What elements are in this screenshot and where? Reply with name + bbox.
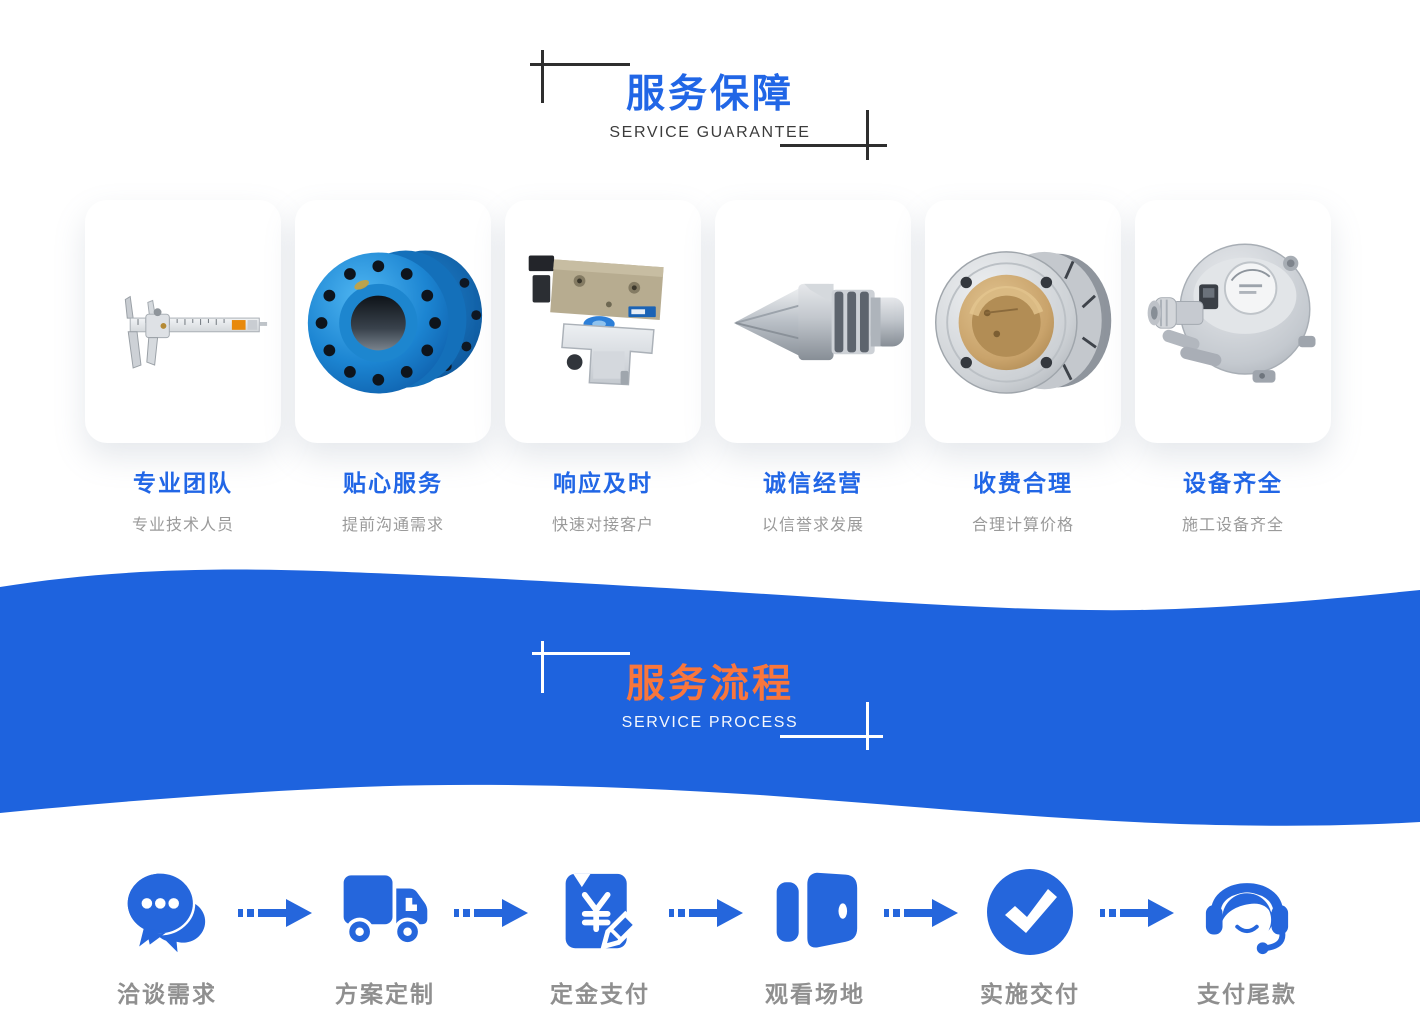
step-label: 方案定制 <box>335 981 435 1007</box>
process-step-final-payment: 支付尾款 <box>1172 866 1322 1009</box>
card-image-box <box>925 200 1121 443</box>
card-desc: 快速对接客户 <box>551 517 654 534</box>
card-image-box <box>295 200 491 443</box>
card-title: 诚信经营 <box>763 470 863 496</box>
guarantee-cards-row: 专业团队 专业技术人员 <box>85 200 1331 535</box>
process-subtitle: SERVICE PROCESS <box>621 713 799 731</box>
arrow-right-icon <box>1100 899 1174 927</box>
guarantee-title: 服务保障 <box>625 73 794 116</box>
check-circle-icon <box>987 869 1073 955</box>
card-title: 响应及时 <box>553 470 653 496</box>
customer-service-icon <box>1205 883 1289 955</box>
arrow-right-icon <box>454 899 528 927</box>
decor-line-bottom-vertical <box>866 110 869 160</box>
step-label: 洽谈需求 <box>117 981 217 1007</box>
process-title: 服务流程 <box>625 663 794 706</box>
decor-line-top-horizontal <box>530 63 630 66</box>
blue-flange-coupling-photo <box>307 250 483 393</box>
pneumatic-gripper-photo <box>528 255 664 385</box>
card-desc: 专业技术人员 <box>131 517 234 534</box>
card-image-box <box>715 200 911 443</box>
decor-line-process-top-horizontal <box>532 652 630 655</box>
arrow-right-icon <box>884 899 958 927</box>
payment-receipt-icon <box>565 873 640 950</box>
open-door-icon <box>776 872 858 948</box>
guarantee-subtitle: SERVICE GUARANTEE <box>609 123 811 141</box>
guarantee-card-honest-business: 诚信经营 以信誉求发展 <box>715 200 911 535</box>
delivery-truck-icon <box>343 875 428 946</box>
arrow-right-icon <box>238 899 312 927</box>
guarantee-card-caring-service: 贴心服务 提前沟通需求 <box>295 200 491 535</box>
guarantee-section-header: 服务保障 SERVICE GUARANTEE <box>0 0 1420 142</box>
step-label: 观看场地 <box>765 981 865 1007</box>
card-title: 收费合理 <box>973 470 1073 496</box>
card-desc: 提前沟通需求 <box>341 517 444 534</box>
card-desc: 合理计算价格 <box>971 517 1074 534</box>
guarantee-card-fair-pricing: 收费合理 合理计算价格 <box>925 200 1121 535</box>
card-desc: 以信誉求发展 <box>761 517 864 534</box>
step-label: 支付尾款 <box>1197 981 1297 1007</box>
arrow-right-icon <box>669 899 743 927</box>
decor-line-bottom-horizontal <box>780 144 887 147</box>
pressure-switch-photo <box>1147 243 1316 383</box>
process-step-custom-plan: 方案定制 <box>310 866 460 1009</box>
process-step-deposit-payment: 定金支付 <box>525 866 675 1009</box>
decor-line-top-vertical <box>541 50 544 103</box>
process-step-site-visit: 观看场地 <box>740 866 890 1009</box>
card-image-box <box>1135 200 1331 443</box>
card-desc: 施工设备齐全 <box>1181 517 1284 534</box>
decor-line-process-bottom-horizontal <box>780 735 883 738</box>
countersink-bit-photo <box>733 283 905 360</box>
guarantee-card-professional-team: 专业团队 专业技术人员 <box>85 200 281 535</box>
process-step-negotiate: 洽谈需求 <box>92 866 242 1009</box>
step-label: 定金支付 <box>550 981 650 1007</box>
process-step-delivery: 实施交付 <box>955 866 1105 1009</box>
card-title: 专业团队 <box>133 470 233 496</box>
step-label: 实施交付 <box>980 981 1080 1007</box>
card-image-box <box>505 200 701 443</box>
card-title: 贴心服务 <box>343 470 443 496</box>
guarantee-card-timely-response: 响应及时 快速对接客户 <box>505 200 701 535</box>
card-image-box <box>85 200 281 443</box>
guarantee-card-full-equipment: 设备齐全 施工设备齐全 <box>1135 200 1331 535</box>
decor-line-process-bottom-vertical <box>866 702 869 750</box>
process-section-header: 服务流程 SERVICE PROCESS <box>621 663 799 731</box>
chat-bubbles-icon <box>125 871 206 953</box>
decor-line-process-top-vertical <box>541 641 544 693</box>
card-title: 设备齐全 <box>1183 470 1283 496</box>
bronze-bearing-photo <box>935 250 1112 394</box>
blue-wave-band <box>0 569 1420 826</box>
vernier-caliper-photo <box>124 295 268 369</box>
